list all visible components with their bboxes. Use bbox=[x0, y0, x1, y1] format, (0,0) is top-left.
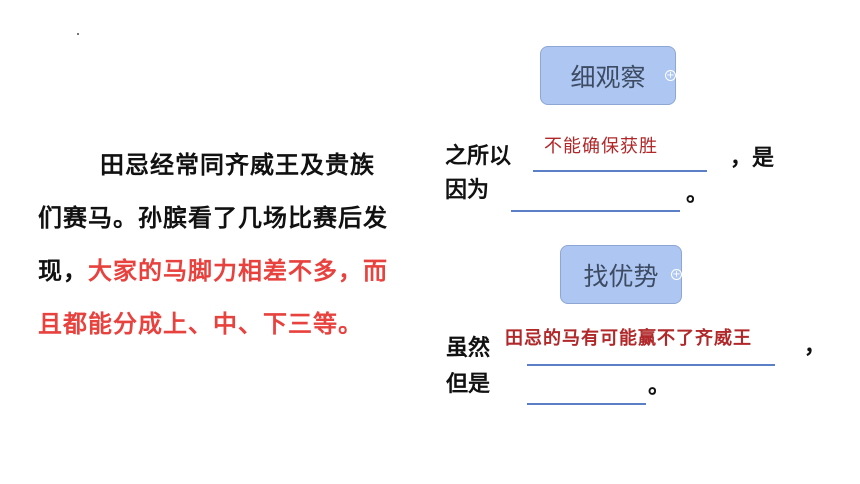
advantage-line2-prefix: 但是 bbox=[446, 371, 491, 397]
observe-suffix: ，是 bbox=[730, 145, 775, 171]
advantage-suffix: ， bbox=[804, 333, 827, 359]
observe-blank-2[interactable] bbox=[511, 210, 680, 212]
advantage-blank-2[interactable] bbox=[527, 403, 646, 405]
observe-period: 。 bbox=[686, 181, 709, 207]
advantage-blank-1[interactable] bbox=[527, 364, 775, 366]
observe-blank-1[interactable] bbox=[533, 170, 707, 172]
observe-line2-prefix: 因为 bbox=[445, 177, 490, 203]
observe-prefix: 之所以 bbox=[445, 143, 512, 169]
plus-circle-icon: + bbox=[671, 268, 682, 280]
story-paragraph: 田忌经常同齐威王及贵族们赛马。孙膑看了几场比赛后发现，大家的马脚力相差不多，而且… bbox=[38, 138, 398, 350]
advantage-period: 。 bbox=[648, 373, 671, 399]
paragraph-text: 田忌经常同齐威王及贵族们赛马。孙膑看了几场比赛后发现， bbox=[38, 150, 388, 285]
decorative-dot bbox=[77, 33, 79, 35]
advantage-button-label: 找优势 bbox=[583, 261, 659, 291]
observe-button-label: 细观察 bbox=[570, 62, 646, 92]
advantage-prefix: 虽然 bbox=[446, 335, 491, 361]
paragraph-highlight: 大家的马脚力相差不多，而且都能分成上、中、下三等。 bbox=[38, 256, 388, 338]
plus-circle-icon: + bbox=[665, 69, 676, 81]
observe-answer: 不能确保获胜 bbox=[544, 136, 658, 157]
advantage-button[interactable]: 找优势 + bbox=[560, 245, 682, 304]
advantage-answer: 田忌的马有可能赢不了齐威王 bbox=[505, 328, 752, 349]
observe-button[interactable]: 细观察 + bbox=[540, 46, 676, 105]
